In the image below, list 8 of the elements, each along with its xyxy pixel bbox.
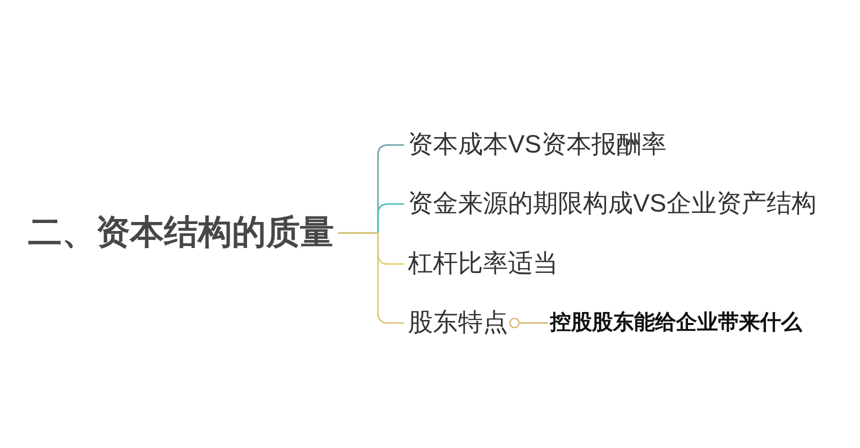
central-topic: 二、资本结构的质量: [28, 213, 338, 253]
branch-topic: 资本成本VS资本报酬率: [404, 130, 666, 160]
branch-topic: 股东特点: [404, 308, 520, 338]
subtopic: 控股股东能给企业带来什么: [548, 310, 802, 336]
branch-line: [338, 232, 404, 324]
branch-topic: 资金来源的期限构成VS企业资产结构: [404, 190, 816, 218]
branch-topic: 杠杆比率适当: [404, 250, 558, 278]
branch-line: [509, 318, 548, 328]
